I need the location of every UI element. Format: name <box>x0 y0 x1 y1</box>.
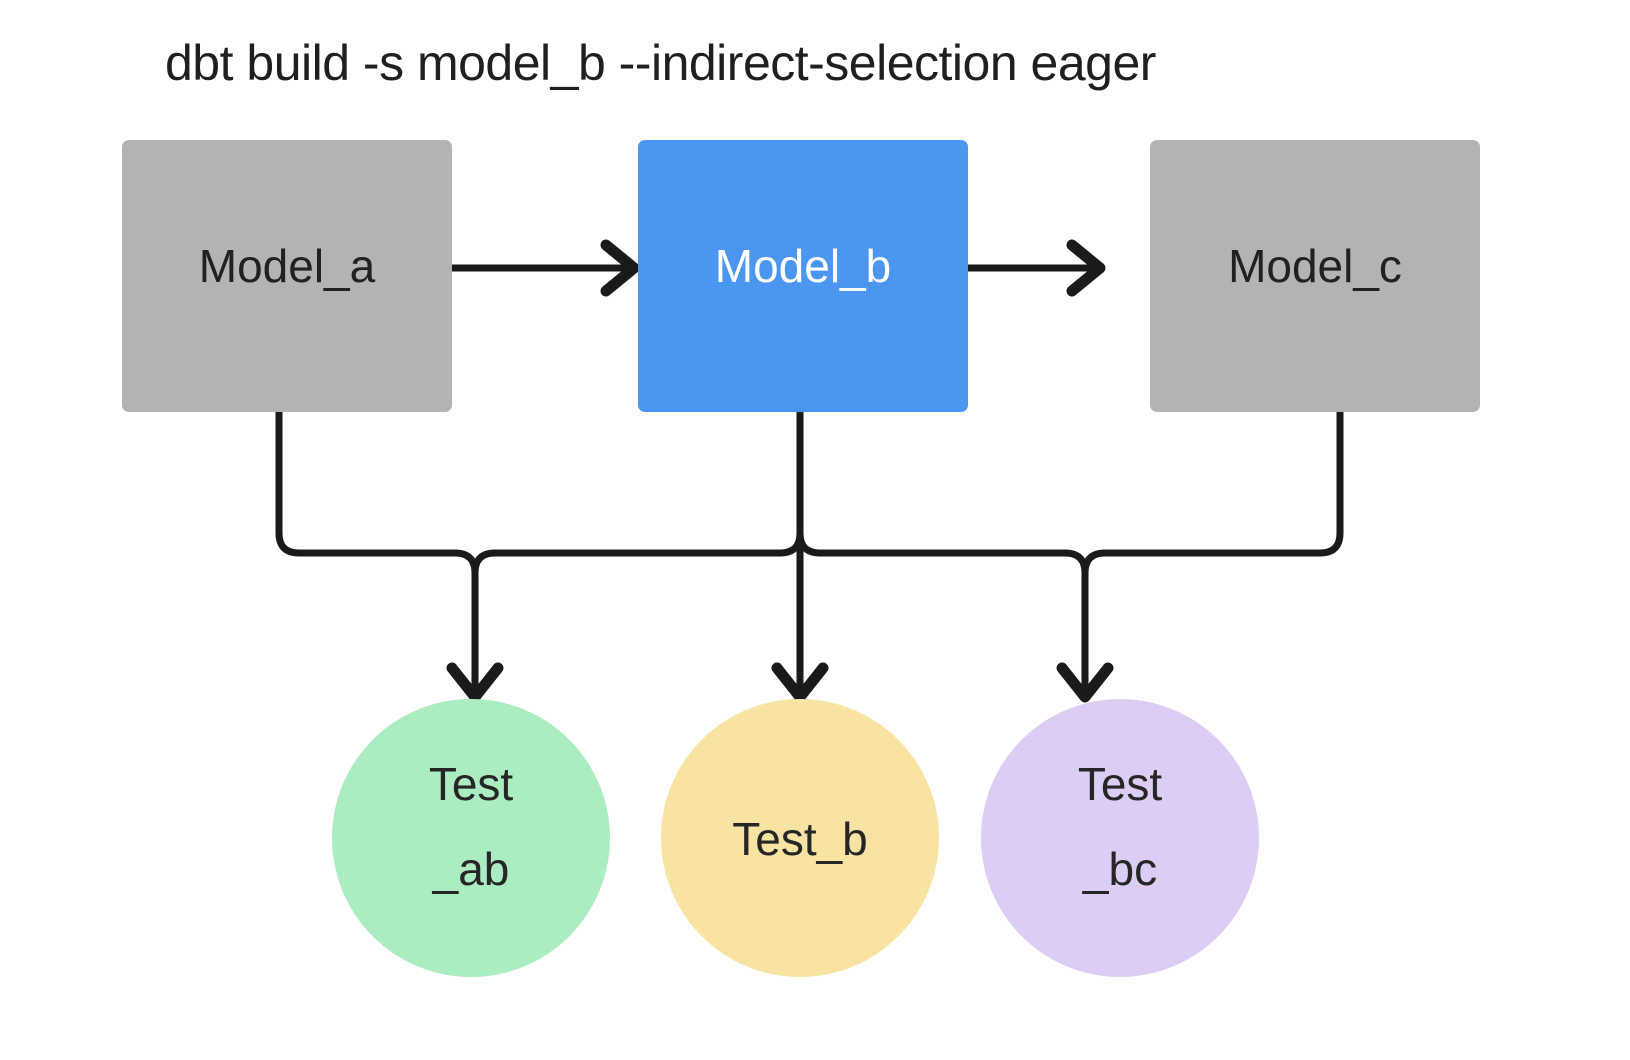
node-model-a[interactable]: Model_a <box>122 140 452 412</box>
model-a-box[interactable] <box>122 140 452 412</box>
test-ab-circle[interactable] <box>332 699 610 977</box>
test-b-circle[interactable] <box>661 699 939 977</box>
edge-model-b-to-test-bc <box>796 408 1114 703</box>
model-c-label: Model_c <box>1228 240 1402 292</box>
model-a-label: Model_a <box>199 240 376 292</box>
edge-model-a-to-test-ab <box>275 408 504 703</box>
test-bc-label-line1: Test <box>1078 758 1163 810</box>
model-b-box[interactable] <box>638 140 968 412</box>
node-model-c[interactable]: Model_c <box>1150 140 1480 412</box>
node-test-ab[interactable]: Test _ab <box>332 699 610 977</box>
test-bc-circle[interactable] <box>981 699 1259 977</box>
edge-model-a-to-model-b <box>448 239 640 297</box>
test-bc-label-line2: _bc <box>1082 843 1157 895</box>
node-test-b[interactable]: Test_b <box>661 699 939 977</box>
edge-model-c-to-test-bc <box>1081 408 1344 694</box>
test-ab-label-line2: _ab <box>432 843 510 895</box>
model-b-label: Model_b <box>715 240 891 292</box>
model-c-box[interactable] <box>1150 140 1480 412</box>
test-b-label-line1: Test_b <box>732 813 868 865</box>
page-title: dbt build -s model_b --indirect-selectio… <box>165 35 1156 91</box>
edge-model-b-to-model-c <box>964 239 1106 297</box>
edge-model-b-to-test-ab <box>471 408 804 694</box>
node-model-b[interactable]: Model_b <box>638 140 968 412</box>
test-ab-label-line1: Test <box>429 758 514 810</box>
node-test-bc[interactable]: Test _bc <box>981 699 1259 977</box>
